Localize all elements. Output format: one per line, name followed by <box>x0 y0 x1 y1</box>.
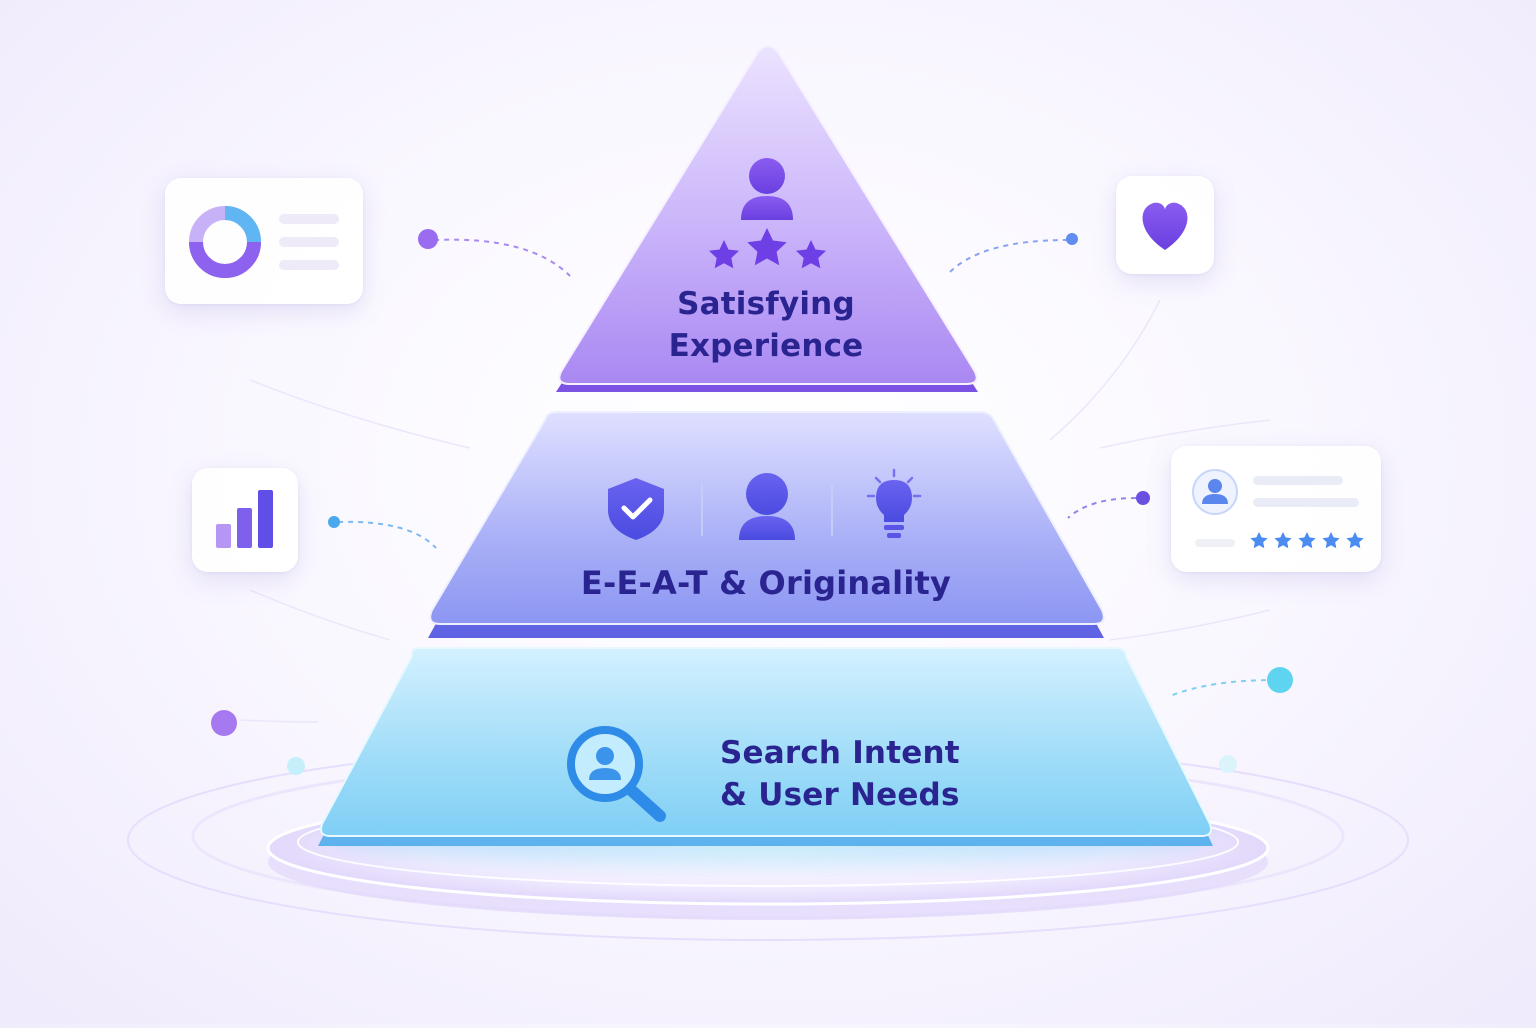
connector-dots <box>211 229 1293 775</box>
star-rating-icon <box>709 228 826 269</box>
heart-icon <box>1142 202 1188 250</box>
lightbulb-icon <box>866 468 922 538</box>
tier-bottom-shape <box>318 647 1213 846</box>
tier-bottom-line2: & User Needs <box>720 777 960 813</box>
tier-bottom-label: Search Intent & User Needs <box>720 732 980 816</box>
donut-chart-icon <box>189 206 339 279</box>
user-review-card <box>1171 446 1381 572</box>
top-user-icon <box>741 158 793 220</box>
search-user-icon <box>567 726 666 822</box>
review-stars <box>1250 532 1364 549</box>
user-review-icon <box>1192 469 1364 549</box>
connector-lines <box>337 238 1277 697</box>
donut-chart-card <box>165 178 363 304</box>
tier-top-line1: Satisfying <box>677 286 855 322</box>
tier-top-line2: Experience <box>668 328 864 364</box>
tier-top-label: Satisfying Experience <box>600 283 932 367</box>
faint-arcs <box>239 299 1271 723</box>
shield-check-icon <box>608 478 664 540</box>
tier-middle-label: E-E-A-T & Originality <box>580 564 952 602</box>
heart-card <box>1116 176 1214 274</box>
bar-chart-icon <box>216 490 273 548</box>
tier-bottom-line1: Search Intent <box>720 735 960 771</box>
bar-chart-card <box>192 468 298 572</box>
middle-user-icon <box>739 473 795 540</box>
